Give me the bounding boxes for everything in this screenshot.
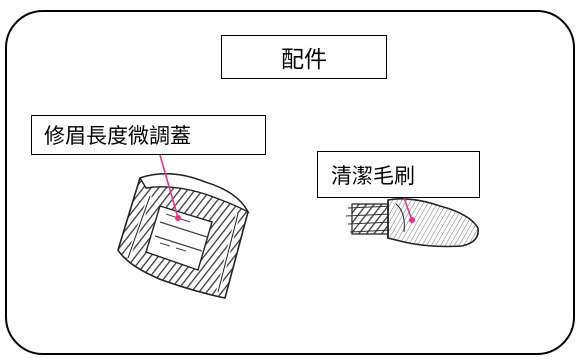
- brush-pointer-dot: [409, 217, 415, 223]
- trimmer-pointer-line: [159, 154, 179, 219]
- trimmer-comb-drawing: [117, 173, 250, 299]
- cleaning-brush-label-box: 清潔毛刷: [317, 151, 480, 198]
- outer-frame: [5, 10, 575, 355]
- cleaning-brush-label: 清潔毛刷: [331, 163, 415, 188]
- trimmer-pointer-dot: [175, 215, 181, 221]
- cleaning-brush-drawing: [345, 198, 479, 248]
- title-box: 配件: [221, 35, 387, 79]
- brush-pointer-line: [403, 197, 413, 221]
- trimmer-comb-label: 修眉長度微調蓋: [44, 124, 191, 148]
- trimmer-comb-label-box: 修眉長度微調蓋: [31, 115, 266, 155]
- page-title: 配件: [281, 47, 327, 73]
